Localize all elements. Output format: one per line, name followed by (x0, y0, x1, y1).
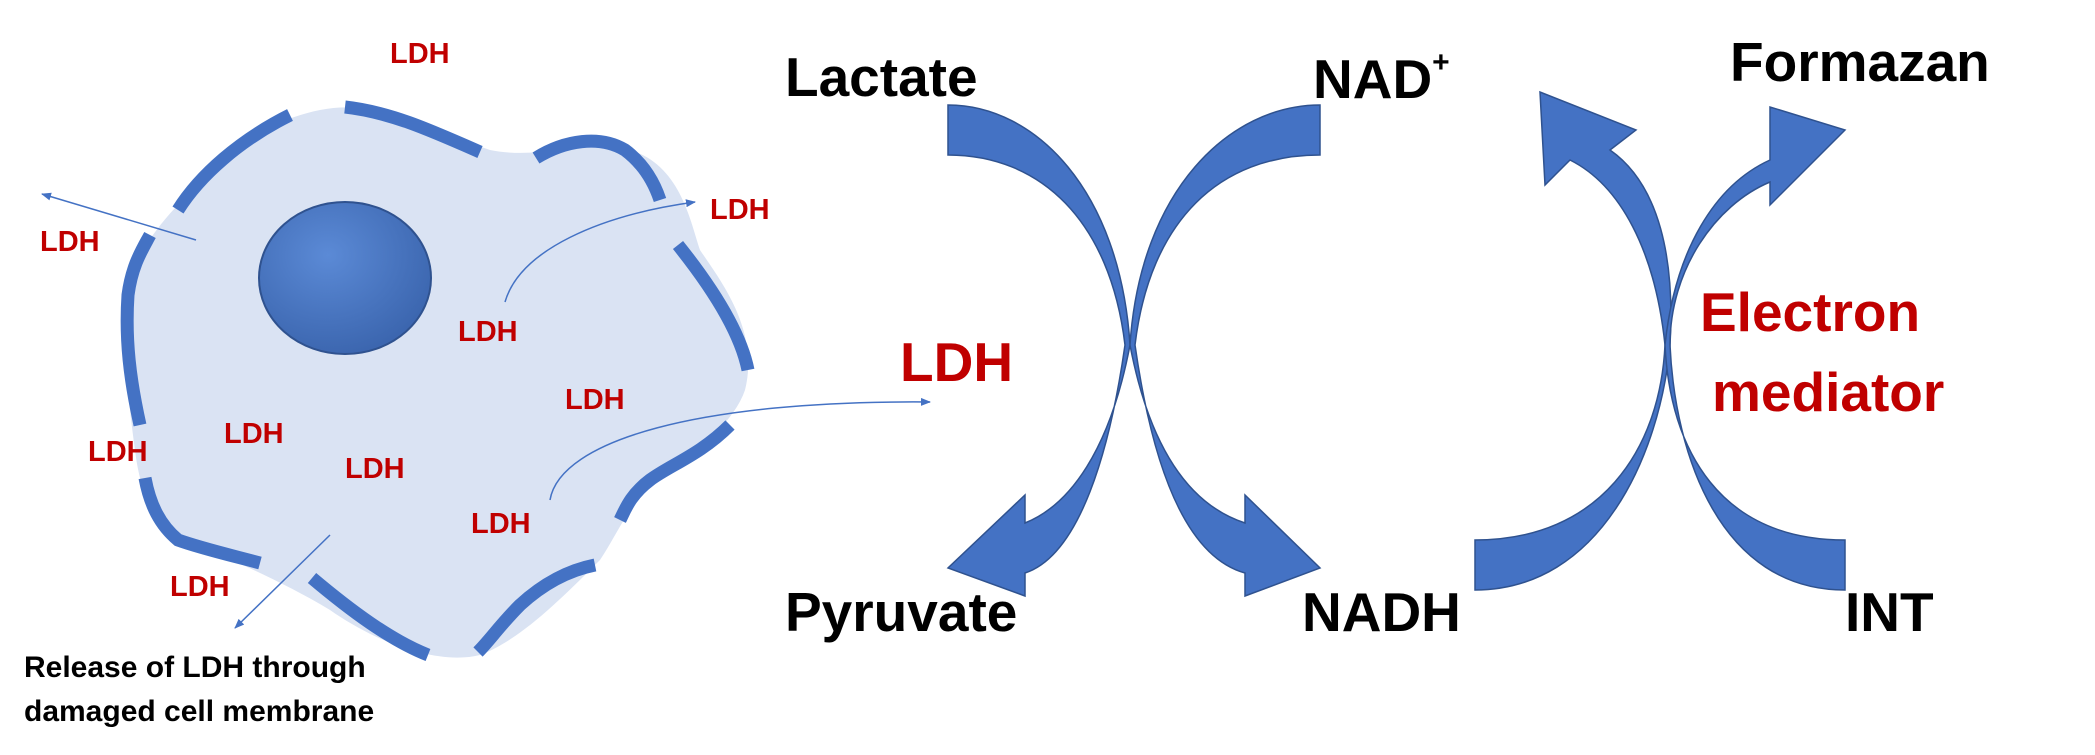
nad-label: NAD+ (1313, 48, 1450, 107)
caption-line: Release of LDH through (24, 646, 444, 690)
nucleus (259, 202, 431, 354)
ldh-label: LDH (224, 420, 284, 449)
pyruvate-label: Pyruvate (785, 585, 1017, 640)
nadh-nad-arrow (1475, 92, 1671, 590)
lactate-label: Lactate (785, 50, 978, 105)
cell-caption: Release of LDH through damaged cell memb… (24, 646, 444, 734)
nadh-label: NADH (1302, 585, 1461, 640)
ldh-label: LDH (458, 318, 518, 347)
mediator-label-line2: mediator (1712, 365, 1944, 420)
ldh-label: LDH (565, 386, 625, 415)
int-formazan-arrow (1665, 107, 1845, 590)
ldh-label: LDH (170, 573, 230, 602)
formazan-label: Formazan (1730, 35, 1990, 90)
ldh-label: LDH (471, 510, 531, 539)
enzyme-ldh-label: LDH (900, 335, 1013, 390)
nad-superscript: + (1432, 46, 1450, 79)
int-label: INT (1845, 585, 1934, 640)
ldh-label: LDH (88, 438, 148, 467)
nad-text: NAD (1313, 48, 1432, 110)
ldh-label: LDH (710, 196, 770, 225)
ldh-label: LDH (390, 40, 450, 69)
ldh-label: LDH (40, 228, 100, 257)
ldh-label: LDH (345, 455, 405, 484)
mediator-label-line1: Electron (1700, 285, 1920, 340)
caption-line: damaged cell membrane (24, 690, 444, 734)
nad-nadh-arrow (1130, 105, 1320, 596)
